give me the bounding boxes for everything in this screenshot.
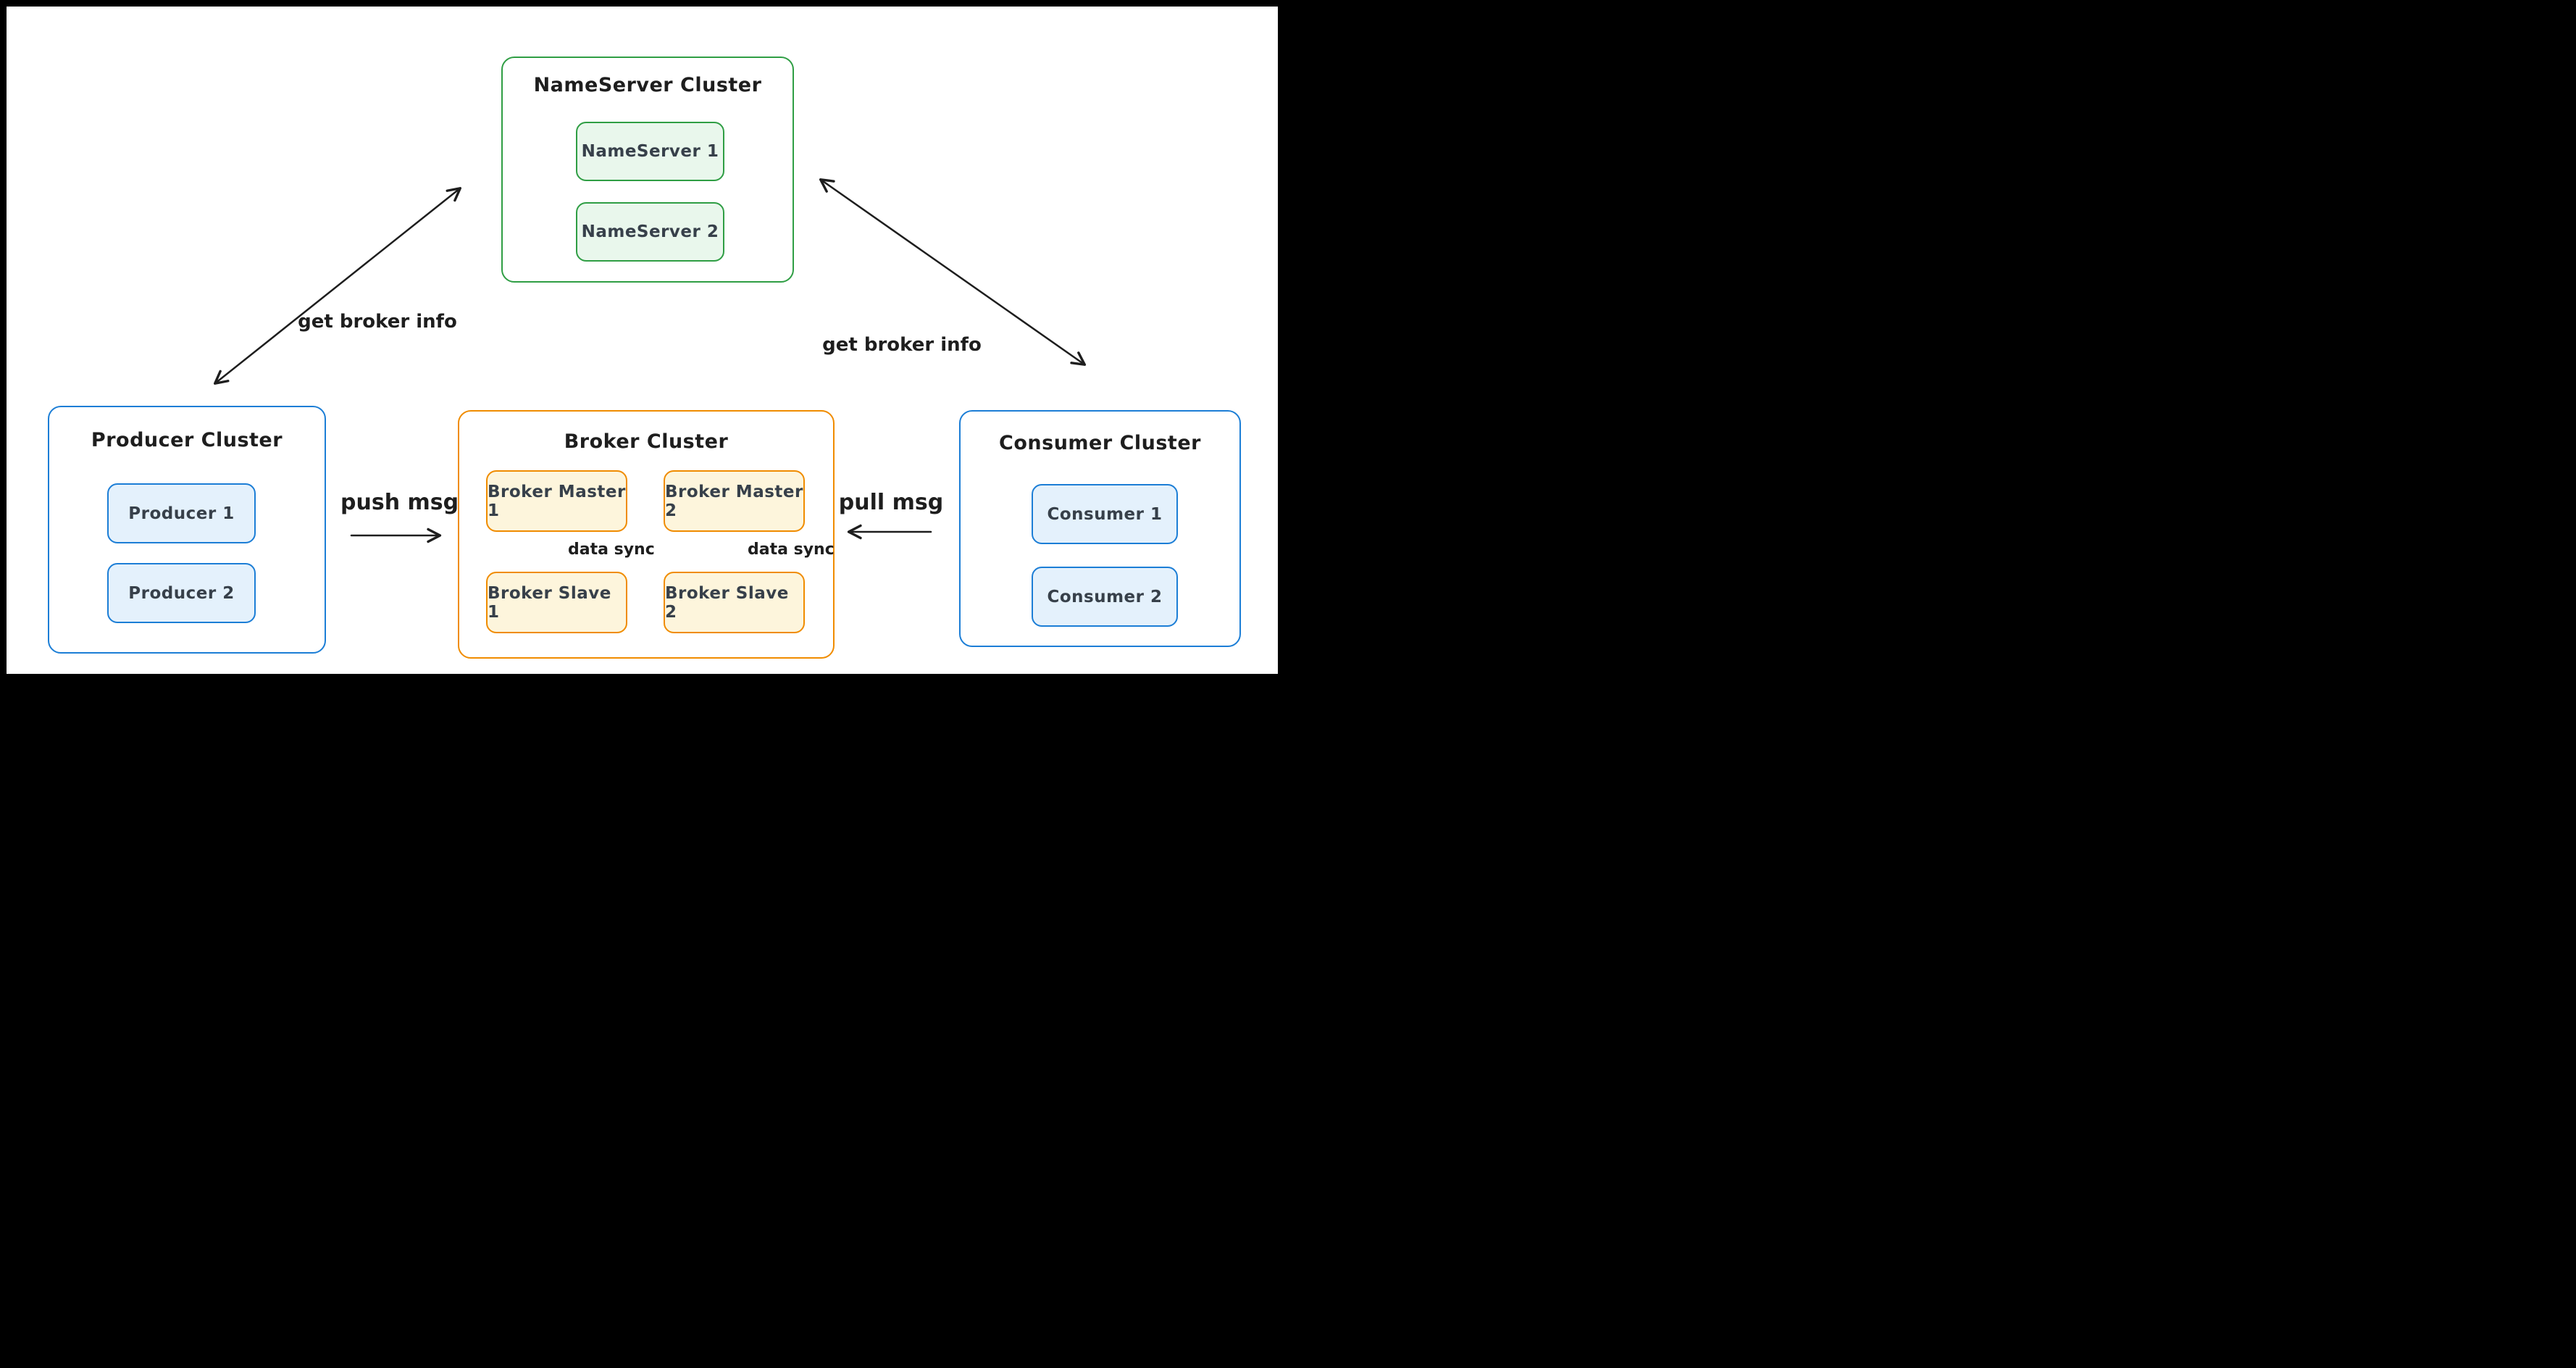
broker-master-2-node: Broker Master 2 xyxy=(664,470,805,532)
broker-slave-2-node: Broker Slave 2 xyxy=(664,572,805,633)
broker-cluster: Broker Cluster Broker Master 1 Broker Ma… xyxy=(458,410,835,659)
edge-label-pull-msg: pull msg xyxy=(838,490,944,515)
edge-label-data-sync-2: data sync xyxy=(748,541,835,559)
broker-cluster-title: Broker Cluster xyxy=(564,430,729,453)
consumer-cluster: Consumer Cluster Consumer 1 Consumer 2 xyxy=(959,410,1241,647)
nameserver-2-node: NameServer 2 xyxy=(576,202,724,262)
consumer-1-node: Consumer 1 xyxy=(1032,484,1178,544)
diagram-page: NameServer Cluster NameServer 1 NameServ… xyxy=(0,0,1288,684)
edge-label-get-broker-info-producer: get broker info xyxy=(298,311,457,333)
broker-master-1-node: Broker Master 1 xyxy=(486,470,627,532)
nameserver-1-node: NameServer 1 xyxy=(576,122,724,181)
edge-label-get-broker-info-consumer: get broker info xyxy=(822,334,982,356)
edge-label-push-msg: push msg xyxy=(340,490,459,515)
consumer-cluster-title: Consumer Cluster xyxy=(999,432,1201,454)
nameserver-cluster-title: NameServer Cluster xyxy=(533,74,762,96)
producer-cluster: Producer Cluster Producer 1 Producer 2 xyxy=(48,406,326,654)
consumer-2-node: Consumer 2 xyxy=(1032,567,1178,627)
producer-cluster-title: Producer Cluster xyxy=(91,429,283,451)
producer-1-node: Producer 1 xyxy=(107,483,256,543)
edge-label-data-sync-1: data sync xyxy=(568,541,655,559)
broker-slave-1-node: Broker Slave 1 xyxy=(486,572,627,633)
nameserver-cluster: NameServer Cluster NameServer 1 NameServ… xyxy=(501,57,794,283)
producer-2-node: Producer 2 xyxy=(107,563,256,623)
